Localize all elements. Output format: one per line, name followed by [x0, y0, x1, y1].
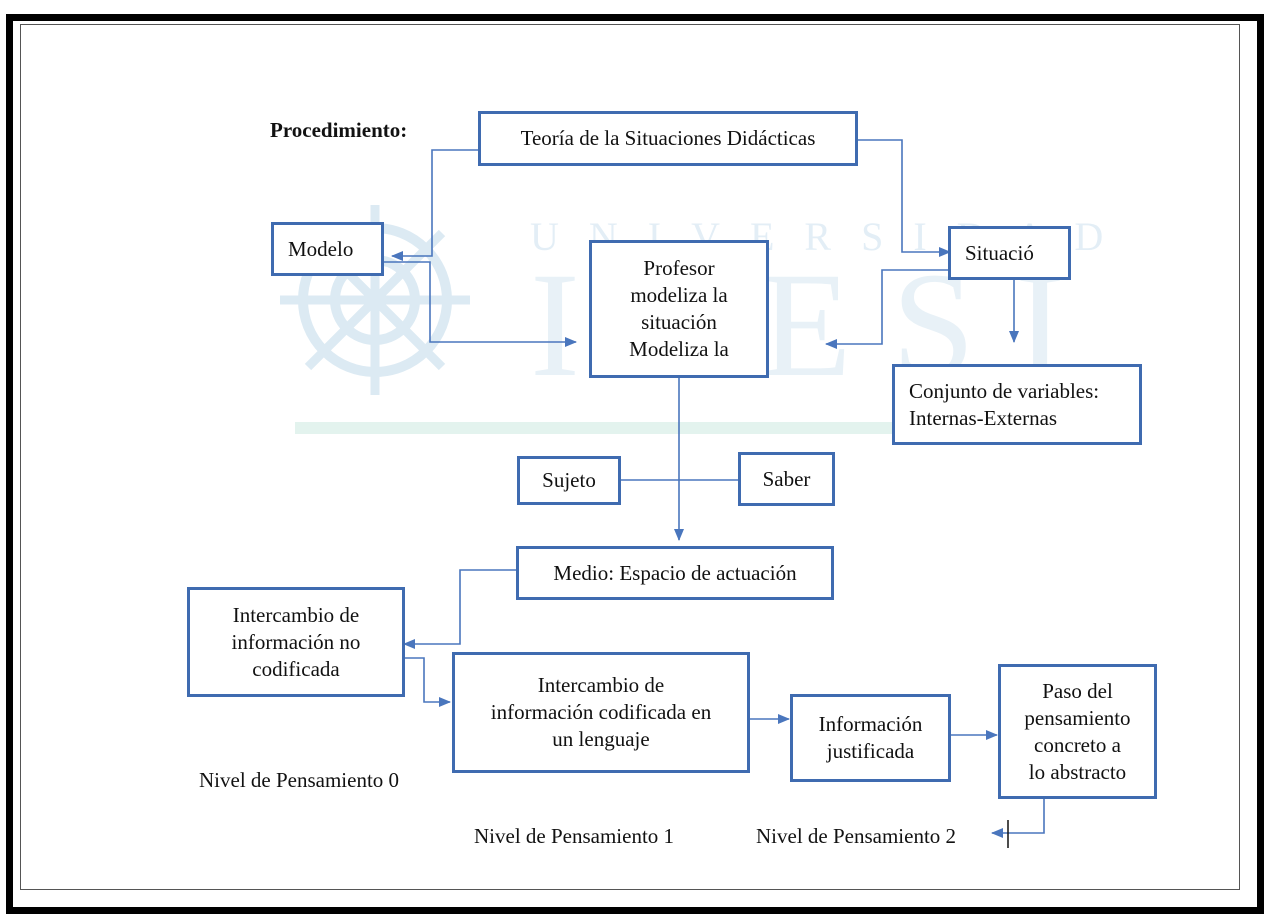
node-profesor: Profesor modeliza la situación Modeliza …	[589, 240, 769, 378]
node-medio: Medio: Espacio de actuación	[516, 546, 834, 600]
node-codificada: Intercambio de información codificada en…	[452, 652, 750, 773]
node-conjunto-label: Conjunto de variables: Internas-Externas	[909, 378, 1100, 430]
node-justificada-label: Información justificada	[818, 712, 923, 763]
node-teoria-label: Teoría de la Situaciones Didácticas	[520, 126, 816, 150]
node-no-codificada-label: Intercambio de información no codificada	[231, 602, 361, 681]
node-situacion-label: Situació	[965, 240, 1034, 265]
node-sujeto-label: Sujeto	[542, 468, 596, 492]
node-codificada-label: Intercambio de información codificada en…	[490, 673, 712, 751]
node-medio-label: Medio: Espacio de actuación	[553, 560, 797, 585]
node-modelo: Modelo	[271, 222, 384, 276]
procedure-heading: Procedimiento:	[270, 118, 408, 142]
node-situacion: Situació	[948, 226, 1071, 280]
node-teoria: Teoría de la Situaciones Didácticas	[478, 111, 858, 166]
node-modelo-label: Modelo	[288, 236, 354, 261]
node-paso-label: Paso del pensamiento concreto a lo abstr…	[1024, 678, 1131, 784]
level-1-label: Nivel de Pensamiento 1	[474, 824, 675, 848]
node-justificada: Información justificada	[790, 694, 951, 782]
level-0-label: Nivel de Pensamiento 0	[199, 768, 400, 792]
node-conjunto: Conjunto de variables: Internas-Externas	[892, 364, 1142, 445]
node-no-codificada: Intercambio de información no codificada	[187, 587, 405, 697]
node-profesor-label: Profesor modeliza la situación Modeliza …	[629, 256, 729, 361]
node-sujeto: Sujeto	[517, 456, 621, 505]
node-saber: Saber	[738, 452, 835, 506]
level-2-label: Nivel de Pensamiento 2	[756, 824, 957, 848]
node-saber-label: Saber	[762, 466, 811, 491]
node-paso: Paso del pensamiento concreto a lo abstr…	[998, 664, 1157, 799]
